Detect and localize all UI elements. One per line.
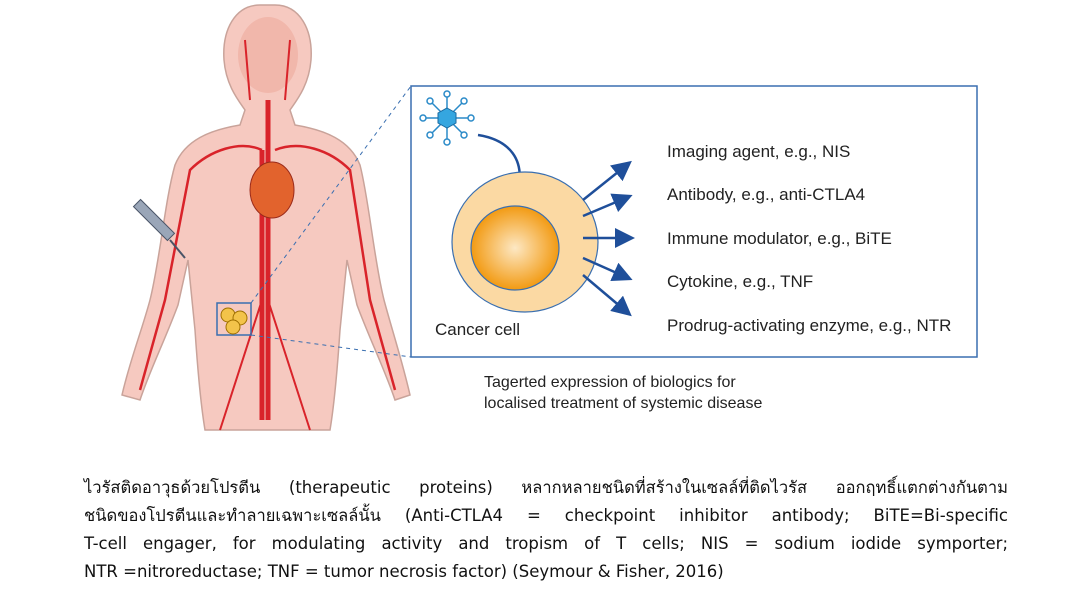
product-label: Antibody, e.g., anti-CTLA4 bbox=[667, 185, 866, 204]
human-body bbox=[121, 4, 412, 431]
product-label: Immune modulator, e.g., BiTE bbox=[667, 229, 892, 248]
figure-subtitle: localised treatment of systemic disease bbox=[484, 395, 763, 412]
product-label: Cytokine, e.g., TNF bbox=[667, 272, 814, 291]
caption-line: T-cell engager, for modulating activity … bbox=[84, 534, 1008, 553]
figure-caption: ไวรัสติดอาวุธด้วยโปรตีน (therapeutic pro… bbox=[84, 474, 1008, 586]
cancer-cell bbox=[451, 171, 599, 313]
figure-subtitle: Tagerted expression of biologics for bbox=[484, 374, 736, 391]
figure-illustration bbox=[121, 4, 978, 431]
product-arrows bbox=[582, 160, 635, 317]
product-label: Imaging agent, e.g., NIS bbox=[667, 142, 851, 161]
syringe-icon bbox=[132, 198, 186, 259]
product-label: Prodrug-activating enzyme, e.g., NTR bbox=[667, 316, 952, 335]
caption-line: NTR =nitroreductase; TNF = tumor necrosi… bbox=[84, 562, 724, 581]
caption-line: ไวรัสติดอาวุธด้วยโปรตีน (therapeutic pro… bbox=[84, 478, 1008, 497]
cell-label: Cancer cell bbox=[435, 320, 521, 339]
caption-line: ชนิดของโปรตีนและทำลายเฉพาะเซลล์นั้น (Ant… bbox=[84, 506, 1008, 525]
virus-icon bbox=[419, 90, 475, 146]
